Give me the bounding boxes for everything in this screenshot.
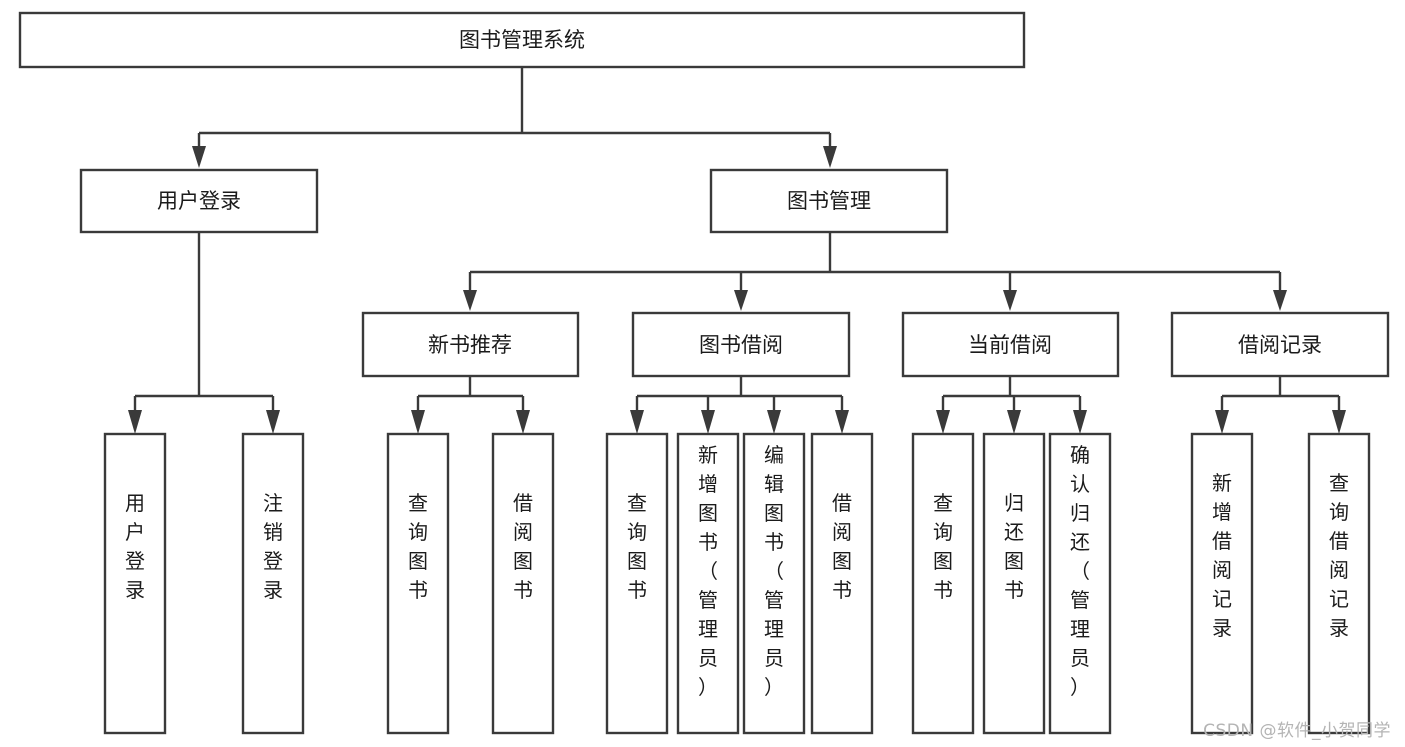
node-book-manage-label: 图书管理: [787, 189, 871, 213]
arrow-head-leaf-user-login-2: [266, 410, 280, 434]
node-current-borrow[interactable]: 当前借阅: [901, 311, 1120, 378]
leaf-node[interactable]: 借阅图书: [491, 432, 555, 735]
node-root-box[interactable]: [18, 11, 1026, 69]
leaf-borrow-record-query-label: 查询借阅记录: [1329, 471, 1349, 640]
leaf-new-book-borrow-label: 借阅图书: [513, 491, 533, 602]
arrow-head-leaf-user-login-1: [128, 410, 142, 434]
leaf-new-book-query-label: 查询图书: [408, 491, 428, 602]
leaf-user-login-login-label: 用户登录: [125, 491, 145, 602]
leaf-node[interactable]: 查询借阅记录: [1307, 432, 1371, 735]
leaf-current-borrow-return-box[interactable]: [982, 432, 1046, 735]
leaf-current-borrow-confirm-label: 确认归还（管理员）: [1070, 443, 1090, 699]
leaf-current-borrow-return-label: 归还图书: [1004, 491, 1024, 602]
node-book-manage[interactable]: 图书管理: [709, 168, 949, 234]
connector-group-new-book-to-leaves: [411, 376, 530, 434]
leaf-node[interactable]: 注销登录: [241, 432, 305, 735]
leaf-new-book-query-box[interactable]: [386, 432, 450, 735]
leaf-book-borrow-query-box[interactable]: [605, 432, 669, 735]
arrow-head-leaf-current-borrow-2: [1007, 410, 1021, 434]
leaf-borrow-record-add-box[interactable]: [1190, 432, 1254, 735]
leaf-node[interactable]: 用户登录: [103, 432, 167, 735]
connector-group-book-borrow-to-leaves: [630, 376, 849, 434]
leaf-node[interactable]: 查询图书: [605, 432, 669, 735]
node-borrow-record-label: 借阅记录: [1238, 333, 1322, 357]
node-book-manage-box[interactable]: [709, 168, 949, 234]
arrow-head-leaf-new-book-2: [516, 410, 530, 434]
leaf-node[interactable]: 新增图书（管理员）: [676, 432, 740, 735]
arrow-head-current-borrow: [1003, 290, 1017, 311]
leaf-node[interactable]: 借阅图书: [810, 432, 874, 735]
leaf-book-borrow-borrow-label: 借阅图书: [832, 491, 852, 602]
connector-group-user-login-to-leaves: [128, 232, 280, 434]
leaf-node[interactable]: 编辑图书（管理员）: [742, 432, 806, 735]
arrow-head-leaf-new-book-1: [411, 410, 425, 434]
arrow-head-leaf-borrow-record-1: [1215, 410, 1229, 434]
connector-group-root-to-level2: [192, 67, 837, 168]
arrow-head-book-manage: [823, 146, 837, 168]
arrow-head-leaf-book-borrow-3: [767, 410, 781, 434]
leaf-book-borrow-add-box[interactable]: [676, 432, 740, 735]
arrow-head-leaf-book-borrow-1: [630, 410, 644, 434]
leaf-node[interactable]: 新增借阅记录: [1190, 432, 1254, 735]
node-current-borrow-box[interactable]: [901, 311, 1120, 378]
leaf-current-borrow-query-box[interactable]: [911, 432, 975, 735]
node-new-book-recommend-label: 新书推荐: [428, 333, 512, 357]
leaf-node[interactable]: 归还图书: [982, 432, 1046, 735]
leaf-book-borrow-edit-label: 编辑图书（管理员）: [764, 443, 784, 699]
node-book-borrow-box[interactable]: [631, 311, 851, 378]
leaf-borrow-record-add-label: 新增借阅记录: [1212, 471, 1232, 640]
arrow-head-leaf-current-borrow-1: [936, 410, 950, 434]
node-book-borrow-label: 图书借阅: [699, 333, 783, 357]
arrow-head-book-borrow: [734, 290, 748, 311]
node-current-borrow-label: 当前借阅: [968, 333, 1052, 357]
leaf-user-login-login-box[interactable]: [103, 432, 167, 735]
node-new-book-recommend-box[interactable]: [361, 311, 580, 378]
connector-group-borrow-record-to-leaves: [1215, 376, 1346, 434]
arrow-head-leaf-book-borrow-4: [835, 410, 849, 434]
arrow-head-new-book: [463, 290, 477, 311]
connector-group-current-borrow-to-leaves: [936, 376, 1087, 434]
leaf-book-borrow-add-label: 新增图书（管理员）: [698, 443, 718, 699]
node-book-borrow[interactable]: 图书借阅: [631, 311, 851, 378]
node-user-login-box[interactable]: [79, 168, 319, 234]
arrow-head-leaf-current-borrow-3: [1073, 410, 1087, 434]
leaf-user-login-logout-box[interactable]: [241, 432, 305, 735]
leaf-node[interactable]: 查询图书: [386, 432, 450, 735]
leaf-current-borrow-confirm-box[interactable]: [1048, 432, 1112, 735]
node-new-book-recommend[interactable]: 新书推荐: [361, 311, 580, 378]
node-user-login[interactable]: 用户登录: [79, 168, 319, 234]
arrow-head-borrow-record: [1273, 290, 1287, 311]
csdn-watermark: CSDN @软件_小贺同学: [1203, 721, 1391, 741]
node-borrow-record[interactable]: 借阅记录: [1170, 311, 1390, 378]
connector-group-book-manage-to-level3: [463, 232, 1287, 311]
node-user-login-label: 用户登录: [157, 189, 241, 213]
leaf-book-borrow-query-label: 查询图书: [627, 491, 647, 602]
leaf-node[interactable]: 确认归还（管理员）: [1048, 432, 1112, 735]
leaf-book-borrow-edit-box[interactable]: [742, 432, 806, 735]
leaf-borrow-record-query-box[interactable]: [1307, 432, 1371, 735]
leaf-user-login-logout-label: 注销登录: [263, 491, 283, 602]
arrow-head-leaf-book-borrow-2: [701, 410, 715, 434]
leaf-node[interactable]: 查询图书: [911, 432, 975, 735]
leaf-current-borrow-query-label: 查询图书: [933, 491, 953, 602]
arrow-head-leaf-borrow-record-2: [1332, 410, 1346, 434]
leaf-new-book-borrow-box[interactable]: [491, 432, 555, 735]
node-borrow-record-box[interactable]: [1170, 311, 1390, 378]
node-root-label: 图书管理系统: [459, 28, 585, 52]
node-root[interactable]: 图书管理系统: [18, 11, 1026, 69]
arrow-head-user-login: [192, 146, 206, 168]
leaf-book-borrow-borrow-box[interactable]: [810, 432, 874, 735]
